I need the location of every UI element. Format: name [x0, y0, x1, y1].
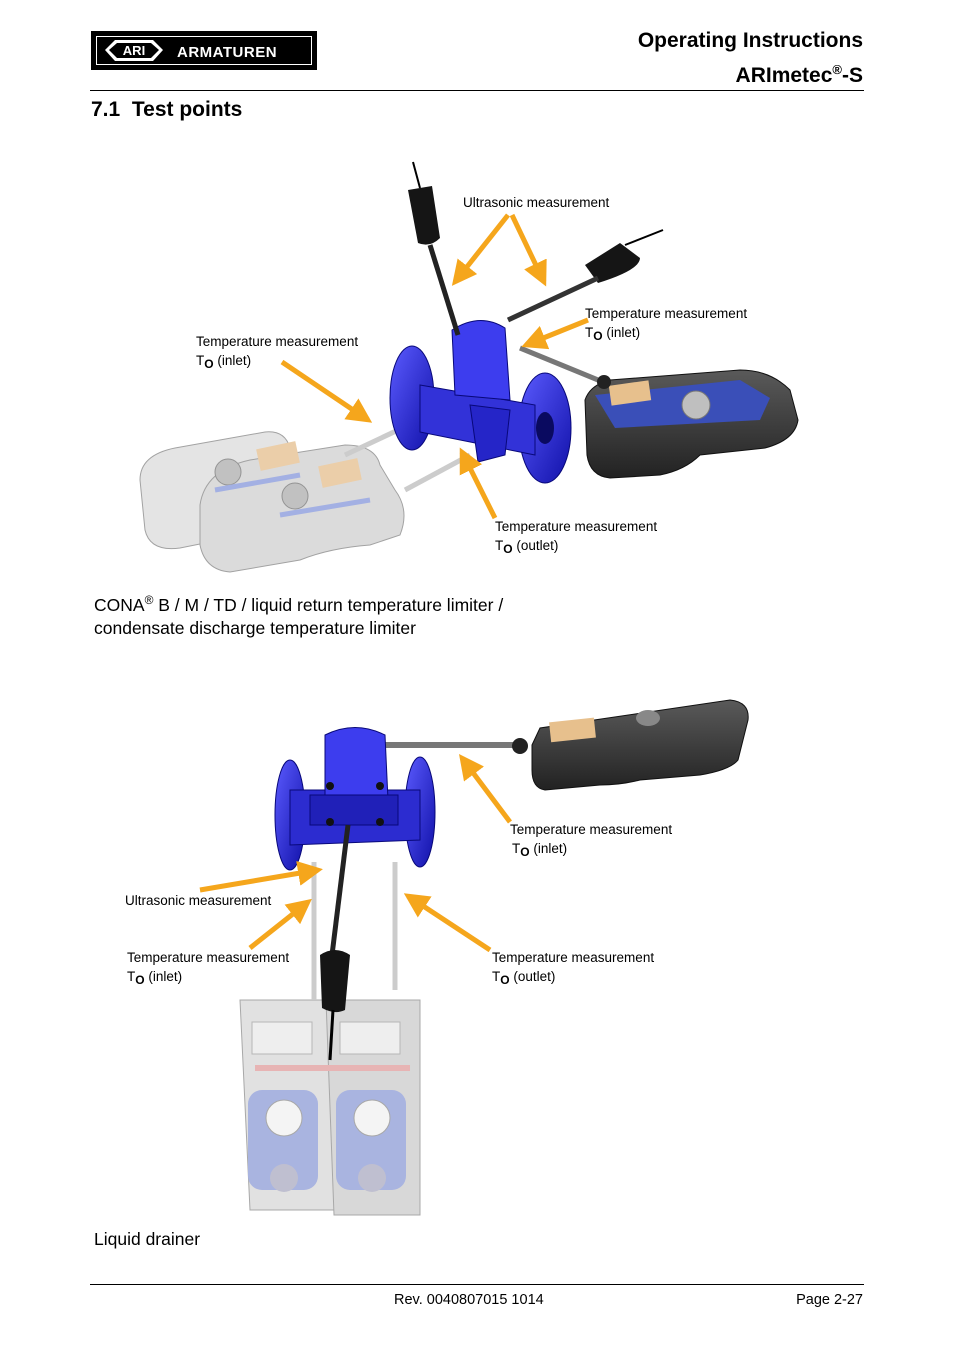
fig2-label-ultrasonic: Ultrasonic measurement [125, 893, 272, 908]
footer-rule [90, 1284, 864, 1285]
fig2-label-temp-inlet-right: Temperature measurement TO (inlet) [510, 822, 673, 859]
title-line-1: Operating Instructions [637, 29, 863, 52]
fig1-label-temp-inlet-left: Temperature measurement TO (inlet) [196, 334, 359, 371]
measuring-device-dark [519, 345, 799, 479]
fig1-label-ultrasonic: Ultrasonic measurement [463, 195, 610, 210]
ari-armaturen-logo: ARI ARMATUREN [91, 31, 317, 70]
logo-text: ARMATUREN [177, 44, 278, 61]
figure1-arrows [280, 213, 589, 520]
footer-page-number: Page 2-27 [796, 1292, 863, 1308]
ultrasonic-probe-2 [320, 824, 351, 1061]
ghost-measuring-devices [139, 431, 405, 573]
ari-badge-icon: ARI [105, 40, 163, 61]
header-rule [90, 90, 864, 91]
title-line-2: ARImetec®-S [735, 62, 863, 87]
section-heading: 7.1 Test points [91, 98, 242, 122]
fig1-caption: CONA® B / M / TD / liquid return tempera… [94, 593, 504, 638]
ghost-measuring-devices-2 [239, 999, 421, 1216]
ultrasonic-probes [408, 161, 664, 336]
valve-cona [389, 320, 572, 484]
section-number: 7.1 [91, 98, 121, 121]
fig2-label-temp-outlet: Temperature measurement TO (outlet) [492, 950, 655, 987]
fig2-label-temp-inlet-left: Temperature measurement TO (inlet) [127, 950, 290, 987]
figure2-arrows [199, 754, 512, 953]
figure1-illustration [139, 161, 799, 573]
valve-liquid-drainer [274, 727, 436, 871]
footer-revision: Rev. 0040807015 1014 [394, 1292, 544, 1308]
fig1-label-temp-inlet-right: Temperature measurement TO (inlet) [585, 306, 748, 343]
logo-badge-text: ARI [123, 43, 145, 58]
fig2-caption: Liquid drainer [94, 1229, 201, 1249]
figure2-illustration [199, 699, 749, 1216]
measuring-device-dark-2 [385, 699, 749, 791]
document-title: Operating Instructions ARImetec®-S [638, 26, 863, 90]
section-title: Test points [131, 98, 243, 121]
fig1-label-temp-outlet: Temperature measurement TO (outlet) [495, 519, 658, 556]
